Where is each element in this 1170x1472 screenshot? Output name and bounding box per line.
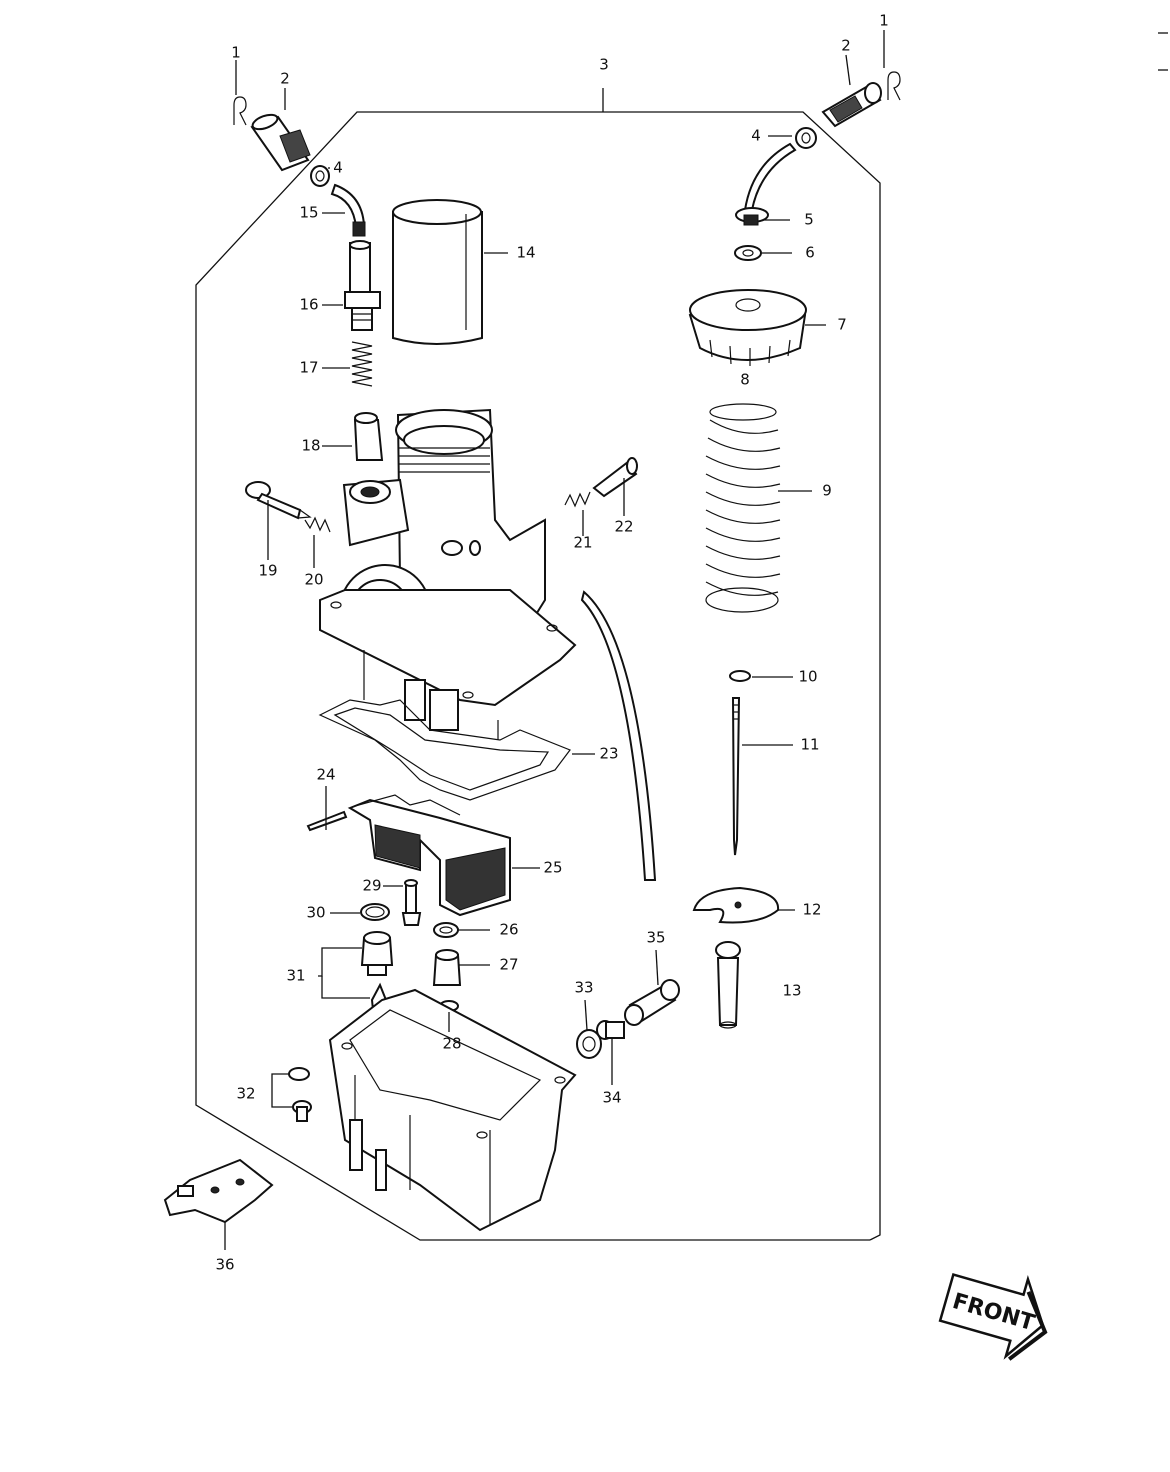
callout-4-right: 4 [751,127,761,145]
callout-29: 29 [362,877,381,895]
callout-17: 17 [299,359,318,377]
callout-8: 8 [740,371,750,389]
part-washer-33 [576,1029,602,1059]
callout-12: 12 [802,901,821,919]
callout-6: 6 [805,244,815,262]
part-throttle-valve-14 [392,199,483,345]
part-carburetor-body [319,408,577,740]
callout-22: 22 [614,518,633,536]
callout-30: 30 [306,904,325,922]
callout-20: 20 [304,571,323,589]
part-overflow-tube [580,590,657,881]
callout-34: 34 [602,1089,621,1107]
part-plunger-cap-18 [353,412,384,461]
callout-24: 24 [316,766,335,784]
callout-36: 36 [215,1256,234,1274]
callout-25: 25 [543,859,562,877]
part-cover-36 [163,1158,274,1224]
assembly-boundary [195,88,881,1241]
callout-27: 27 [499,956,518,974]
part-nut-left [310,165,330,187]
part-oring-30 [360,903,390,921]
callout-19: 19 [258,562,277,580]
part-elbow-pipe-15 [330,183,366,237]
callout-2-right: 2 [841,37,851,55]
callout-33: 33 [574,979,593,997]
callout-23: 23 [599,745,618,763]
part-spring-17 [351,341,373,387]
part-needle-jet-13 [715,941,741,1029]
callout-31: 31 [286,967,305,985]
callout-15: 15 [299,204,318,222]
callout-28: 28 [442,1035,461,1053]
part-gasket-23 [318,699,571,801]
callout-10: 10 [798,668,817,686]
callout-32: 32 [236,1085,255,1103]
front-arrow: FRONT [938,1272,1048,1361]
part-plug-34 [596,1020,625,1040]
callout-11: 11 [800,736,819,754]
callout-4-left: 4 [333,159,343,177]
callout-21: 21 [573,534,592,552]
part-float-bowl [328,988,577,1232]
part-cap-right [821,82,882,128]
part-washer-6 [734,245,762,261]
part-idle-screw-22 [592,457,638,498]
callout-1-left: 1 [231,44,241,62]
part-elbow-pipe-5 [735,142,797,226]
callout-labels: 1 2 3 4 4 1 2 4 5 6 7 8 9 10 11 12 13 14… [215,12,888,1274]
callout-3: 3 [599,56,609,74]
callout-13: 13 [782,982,801,1000]
part-float-25 [347,794,511,917]
part-starter-plunger-16 [344,240,381,331]
leader-lines [224,30,1168,1250]
callout-35: 35 [646,929,665,947]
callout-26: 26 [499,921,518,939]
callout-1-right: 1 [879,12,889,30]
callout-18: 18 [301,437,320,455]
part-washer-26 [433,922,459,938]
part-nut-right [795,127,817,149]
part-spring-21 [564,491,591,508]
part-needle-clip-10 [729,670,751,682]
callout-5: 5 [804,211,814,229]
part-cap-left [250,113,311,172]
callout-14: 14 [516,244,535,262]
part-main-jet-27 [432,949,462,986]
callout-16: 16 [299,296,318,314]
part-pilot-jet-29 [401,879,422,926]
part-spring-20 [304,516,331,533]
part-drain-screw-35 [624,979,680,1026]
part-clip-left [233,96,247,126]
part-plate-12 [692,886,780,924]
part-top-cap-7 [688,289,807,366]
part-jet-needle-11 [731,697,741,856]
callout-7: 7 [837,316,847,334]
part-float-pin-24 [306,810,348,832]
part-air-screw-19 [245,481,312,520]
part-spring-9 [705,403,781,613]
part-screw-32 [288,1067,312,1122]
callout-2-left: 2 [280,70,290,88]
part-clip-right [887,71,901,101]
callout-9: 9 [822,482,832,500]
